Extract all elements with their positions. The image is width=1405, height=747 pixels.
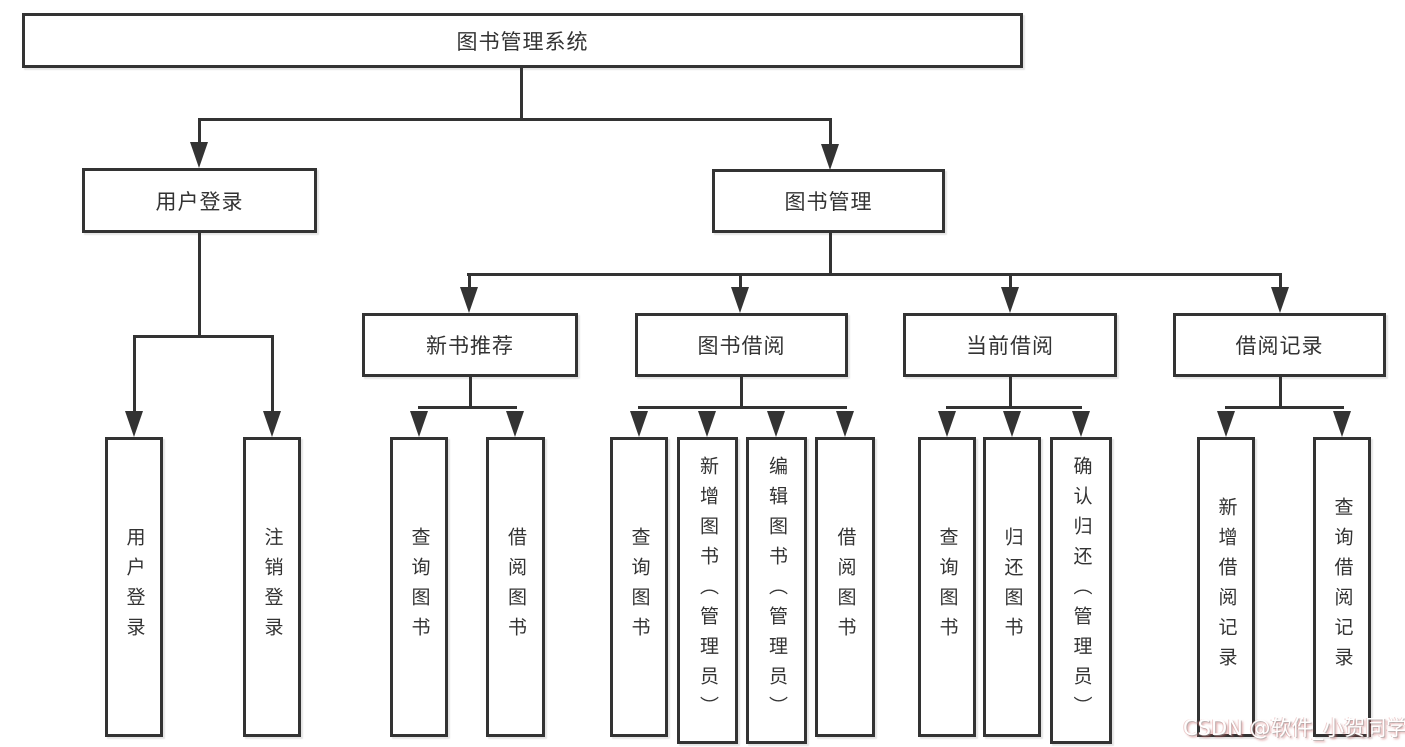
leaf-records-query-record-label: 查询借阅记录	[1331, 497, 1354, 677]
arrow-down-icon	[1271, 287, 1289, 313]
leaf-newbook-query-books: 查询图书	[390, 437, 448, 737]
connector-line	[946, 406, 1082, 409]
connector-line	[198, 118, 832, 121]
connector-line	[198, 118, 201, 147]
node-new-book-recommend: 新书推荐	[362, 313, 578, 377]
leaf-borrow-query-books: 查询图书	[610, 437, 668, 737]
node-borrowing-records-label: 借阅记录	[1235, 334, 1324, 358]
leaf-newbook-borrow-books-label: 借阅图书	[505, 527, 527, 647]
connector-line	[133, 335, 274, 338]
node-book-management-label: 图书管理	[784, 190, 873, 214]
node-book-borrowing-label: 图书借阅	[697, 334, 786, 358]
leaf-borrow-edit-books-admin-label: 编辑图书（管理员）	[766, 455, 788, 726]
leaf-current-confirm-return-admin-label: 确认归还（管理员）	[1070, 455, 1093, 726]
connector-line	[133, 335, 136, 412]
connector-line	[520, 68, 523, 118]
connector-line	[829, 118, 832, 149]
connector-line	[829, 233, 832, 276]
arrow-down-icon	[836, 411, 854, 437]
node-current-borrowing-label: 当前借阅	[966, 334, 1054, 358]
arrow-down-icon	[1003, 411, 1021, 437]
node-book-management: 图书管理	[712, 169, 945, 233]
arrow-down-icon	[506, 411, 524, 437]
connector-line	[739, 273, 742, 290]
arrow-down-icon	[821, 144, 839, 170]
arrow-down-icon	[410, 411, 428, 437]
arrow-down-icon	[460, 287, 478, 313]
connector-line	[1225, 406, 1344, 409]
node-book-borrowing: 图书借阅	[635, 313, 848, 377]
connector-line	[467, 273, 1281, 276]
leaf-borrow-add-books-admin: 新增图书（管理员）	[677, 437, 738, 744]
leaf-newbook-query-books-label: 查询图书	[408, 527, 431, 647]
leaf-newbook-borrow-books: 借阅图书	[486, 437, 545, 737]
leaf-borrow-edit-books-admin: 编辑图书（管理员）	[746, 437, 807, 744]
leaf-user-login-label: 用户登录	[123, 527, 146, 647]
connector-line	[1009, 273, 1012, 290]
node-user-login: 用户登录	[82, 168, 317, 233]
connector-line	[638, 406, 847, 409]
leaf-current-confirm-return-admin: 确认归还（管理员）	[1050, 437, 1112, 744]
node-current-borrowing: 当前借阅	[903, 313, 1117, 377]
connector-line	[1279, 377, 1282, 409]
leaf-current-return-books-label: 归还图书	[1001, 527, 1024, 647]
connector-line	[1279, 273, 1282, 290]
connector-line	[418, 406, 517, 409]
leaf-borrow-borrow-books: 借阅图书	[815, 437, 875, 737]
leaf-records-add-record-label: 新增借阅记录	[1215, 497, 1238, 677]
node-user-login-label: 用户登录	[155, 189, 244, 214]
node-new-book-recommend-label: 新书推荐	[426, 334, 514, 358]
leaf-logout: 注销登录	[243, 437, 301, 737]
leaf-user-login: 用户登录	[105, 437, 163, 737]
arrow-down-icon	[698, 411, 716, 437]
leaf-logout-label: 注销登录	[261, 527, 284, 647]
connector-line	[1009, 377, 1012, 409]
connector-line	[468, 273, 471, 290]
leaf-current-return-books: 归还图书	[983, 437, 1041, 737]
leaf-borrow-borrow-books-label: 借阅图书	[834, 527, 857, 647]
leaf-records-query-record: 查询借阅记录	[1313, 437, 1371, 737]
leaf-borrow-query-books-label: 查询图书	[628, 527, 651, 647]
arrow-down-icon	[190, 142, 208, 168]
node-borrowing-records: 借阅记录	[1173, 313, 1386, 377]
arrow-down-icon	[767, 411, 785, 437]
leaf-current-query-books: 查询图书	[918, 437, 976, 737]
csdn-watermark: CSDN @软件_小贺同学	[1183, 716, 1405, 740]
connector-line	[740, 377, 743, 409]
connector-line	[198, 233, 201, 336]
connector-line	[469, 377, 472, 409]
arrow-down-icon	[938, 411, 956, 437]
arrow-down-icon	[731, 287, 749, 313]
arrow-down-icon	[1072, 411, 1090, 437]
leaf-records-add-record: 新增借阅记录	[1197, 437, 1255, 737]
leaf-current-query-books-label: 查询图书	[936, 527, 959, 647]
arrow-down-icon	[263, 411, 281, 437]
leaf-borrow-add-books-admin-label: 新增图书（管理员）	[697, 455, 719, 726]
node-library-system: 图书管理系统	[22, 13, 1023, 68]
arrow-down-icon	[630, 411, 648, 437]
node-library-system-label: 图书管理系统	[456, 29, 589, 54]
arrow-down-icon	[1333, 411, 1351, 437]
arrow-down-icon	[1001, 287, 1019, 313]
arrow-down-icon	[1217, 411, 1235, 437]
arrow-down-icon	[125, 411, 143, 437]
connector-line	[271, 335, 274, 412]
